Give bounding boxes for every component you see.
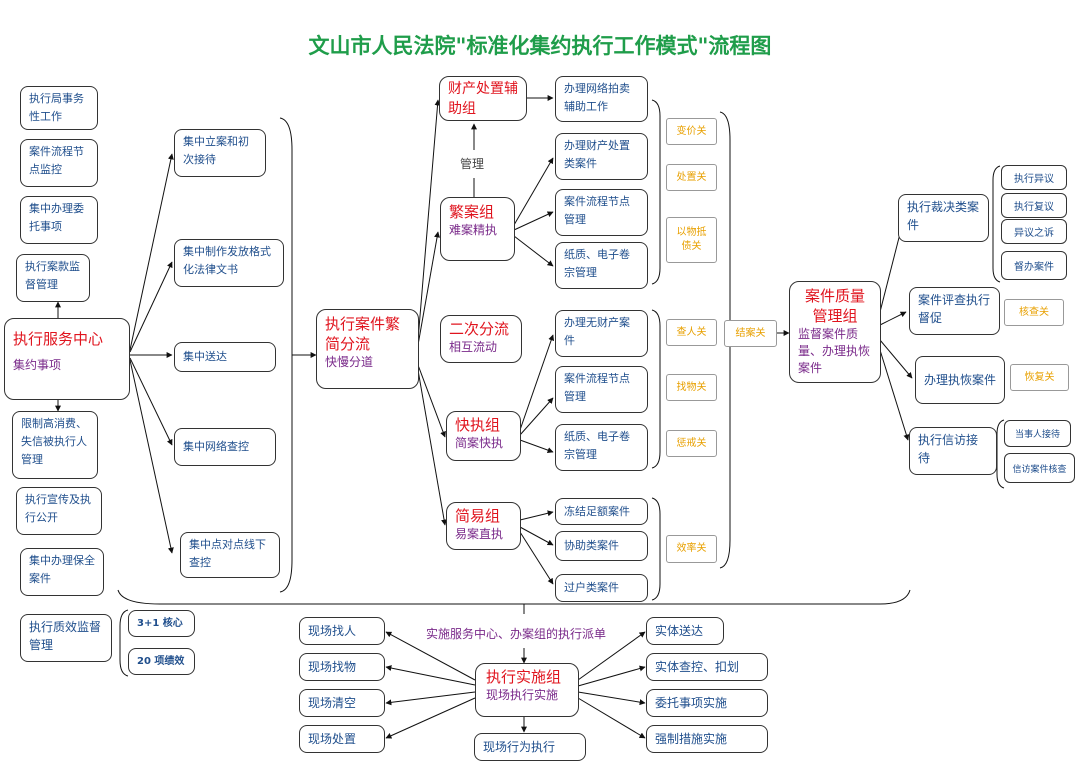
left-item-restrict: 限制高消费、失信被执行人管理 (12, 411, 98, 479)
diversion-subtitle: 快慢分道 (325, 355, 374, 369)
complex-item-node: 案件流程节点管理 (555, 189, 648, 236)
service-center-node: 执行服务中心 集约事项 (4, 318, 130, 400)
diagram-title: 文山市人民法院"标准化集约执行工作模式"流程图 (308, 34, 772, 58)
left-item-preserve: 集中办理保全案件 (20, 548, 104, 596)
ruling-item-lawsuit: 异议之诉 (1001, 219, 1067, 244)
fast-group-node: 快执组 简案快执 (446, 411, 521, 461)
petition-item-check: 信访案件核查 (1004, 453, 1075, 483)
gate-sell: 变价关 (666, 118, 717, 145)
mid-item-delivery: 集中送达 (174, 342, 276, 372)
impl-node: 执行实施组 现场执行实施 (475, 663, 579, 717)
mid-item-filing: 集中立案和初次接待 (174, 129, 266, 177)
supervise-item-core: 3+1 核心 (128, 610, 195, 637)
gate-efficiency: 效率关 (666, 535, 717, 563)
evaluate-node: 案件评查执行督促 (909, 287, 1000, 335)
complex-item-archive: 纸质、电子卷宗管理 (555, 242, 648, 289)
secondary-node: 二次分流 相互流动 (440, 315, 522, 363)
mid-item-online-check: 集中网络查控 (174, 428, 276, 466)
left-item-affairs: 执行局事务性工作 (20, 86, 98, 130)
gate-dispose: 处置关 (666, 164, 717, 191)
mid-item-documents: 集中制作发放格式化法律文书 (174, 239, 284, 287)
service-center-subtitle: 集约事项 (13, 358, 62, 372)
impl-subtitle: 现场执行实施 (486, 688, 559, 702)
service-center-title: 执行服务中心 (13, 330, 104, 348)
fast-item-archive: 纸质、电子卷宗管理 (555, 424, 648, 471)
property-group-node: 财产处置辅助组 (439, 76, 527, 121)
gate-punish: 惩戒关 (666, 430, 717, 457)
complex-item-property: 办理财产处置类案件 (555, 133, 648, 180)
secondary-title: 二次分流 (449, 320, 510, 338)
left-item-monitor: 案件流程节点监控 (20, 139, 98, 187)
gate-close: 结案关 (724, 320, 777, 347)
left-item-entrust: 集中办理委托事项 (20, 196, 98, 244)
recovery-node: 办理执恢案件 (915, 356, 1005, 404)
diversion-title: 执行案件繁简分流 (325, 315, 401, 353)
impl-right-control: 实体查控、扣划 (646, 653, 768, 681)
impl-title: 执行实施组 (486, 668, 562, 686)
simple-group-node: 简易组 易案直执 (446, 502, 521, 550)
simple-item-assist: 协助类案件 (555, 531, 648, 561)
fast-group-subtitle: 简案快执 (455, 436, 504, 450)
ruling-item-objection: 执行异议 (1001, 165, 1067, 190)
diversion-node: 执行案件繁简分流 快慢分道 (316, 309, 419, 389)
fast-item-node: 案件流程节点管理 (555, 366, 648, 413)
petition-node: 执行信访接待 (909, 427, 997, 475)
complex-group-subtitle: 难案精执 (449, 223, 498, 237)
left-item-fund: 执行案款监督管理 (16, 254, 90, 302)
impl-right-entrust: 委托事项实施 (646, 689, 768, 717)
property-sub-item: 办理网络拍卖辅助工作 (555, 76, 648, 122)
gate-offset: 以物抵债关 (666, 217, 717, 263)
impl-left-find-person: 现场找人 (299, 617, 385, 645)
property-group-title: 财产处置辅助组 (448, 81, 518, 117)
ruling-item-review: 执行复议 (1001, 193, 1067, 218)
left-item-publicity: 执行宣传及执行公开 (16, 487, 102, 535)
gate-find-person: 查人关 (666, 319, 717, 346)
complex-group-title: 繁案组 (449, 203, 495, 221)
mid-item-offline-check: 集中点对点线下查控 (180, 532, 280, 578)
simple-item-transfer: 过户类案件 (555, 574, 648, 602)
quality-title: 案件质量管理组 (804, 287, 865, 325)
gate-verify: 核查关 (1004, 299, 1064, 326)
ruling-node: 执行裁决类案件 (898, 194, 989, 242)
manage-label: 管理 (460, 157, 485, 171)
secondary-subtitle: 相互流动 (449, 340, 498, 354)
simple-group-subtitle: 易案直执 (455, 527, 504, 541)
impl-left-find-property: 现场找物 (299, 653, 385, 681)
impl-right-delivery: 实体送达 (646, 617, 724, 645)
gate-recovery: 恢复关 (1010, 364, 1069, 391)
complex-group-node: 繁案组 难案精执 (440, 197, 515, 261)
impl-bottom-action: 现场行为执行 (474, 733, 586, 761)
supervise-item-performance: 20 项绩效 (128, 648, 195, 675)
supervise-node: 执行质效监督管理 (20, 614, 112, 662)
fast-group-title: 快执组 (455, 416, 501, 434)
impl-left-dispose: 现场处置 (299, 725, 385, 753)
gate-find-property: 找物关 (666, 374, 717, 401)
dispatch-label: 实施服务中心、办案组的执行派单 (426, 627, 607, 641)
impl-left-clear: 现场清空 (299, 689, 385, 717)
ruling-item-supervise: 督办案件 (1001, 251, 1067, 280)
simple-item-freeze: 冻结足额案件 (555, 498, 648, 525)
simple-group-title: 简易组 (455, 507, 501, 525)
petition-item-reception: 当事人接待 (1004, 420, 1071, 447)
fast-item-no-property: 办理无财产案件 (555, 310, 648, 357)
impl-right-coercive: 强制措施实施 (646, 725, 768, 753)
quality-subtitle: 监督案件质量、办理执恢案件 (798, 327, 871, 375)
quality-node: 案件质量管理组 监督案件质量、办理执恢案件 (789, 281, 881, 383)
